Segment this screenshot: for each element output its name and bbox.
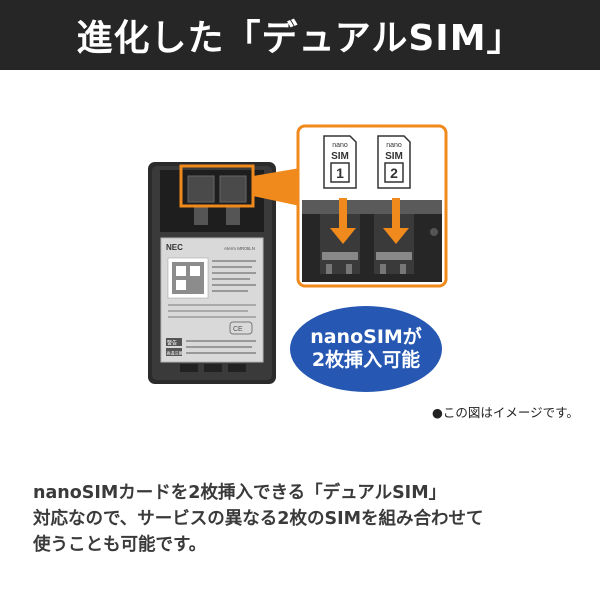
description-line-2: 対応なので、サービスの異なる2枚のSIMを組み合わせて — [33, 509, 484, 529]
description: nanoSIMカードを2枚挿入できる「デュアルSIM」 対応なので、サービスの異… — [33, 480, 578, 558]
arrow-down-icon — [330, 198, 356, 244]
sim-card-icon: nano SIM 1 — [323, 135, 357, 189]
svg-text:nano: nano — [386, 142, 402, 149]
zoom-callout — [296, 124, 448, 288]
warning-label-1: 警告 — [167, 340, 177, 347]
sim-card-icon: nano SIM 2 — [377, 135, 411, 189]
svg-text:nano: nano — [332, 142, 348, 149]
description-line-1: nanoSIMカードを2枚挿入できる「デュアルSIM」 — [33, 483, 447, 503]
warning-label-2: 高温注意 — [167, 350, 183, 356]
feature-bubble: nanoSIMが 2枚挿入可能 — [290, 306, 442, 392]
router-body: NEC Aterm MR05LN CE 警告 高温注意 — [148, 162, 276, 384]
arrow-down-icon — [383, 198, 409, 244]
svg-text:2: 2 — [390, 165, 398, 181]
description-line-3: 使うことも可能です。 — [33, 535, 207, 555]
svg-text:SIM: SIM — [385, 151, 403, 162]
bubble-line-2: 2枚挿入可能 — [311, 349, 421, 371]
svg-text:SIM: SIM — [331, 151, 349, 162]
svg-text:1: 1 — [336, 165, 344, 181]
bubble-line-1: nanoSIMが — [310, 326, 422, 348]
brand-label: NEC — [166, 243, 183, 252]
svg-text:CE: CE — [233, 326, 243, 333]
image-note: ●この図はイメージです。 — [432, 405, 579, 420]
device-illustration: NEC Aterm MR05LN CE 警告 高温注意 — [148, 124, 448, 384]
model-label: Aterm MR05LN — [224, 246, 255, 251]
page-title: 進化した「デュアルSIM」 — [0, 0, 600, 70]
callout-connector — [253, 168, 300, 206]
